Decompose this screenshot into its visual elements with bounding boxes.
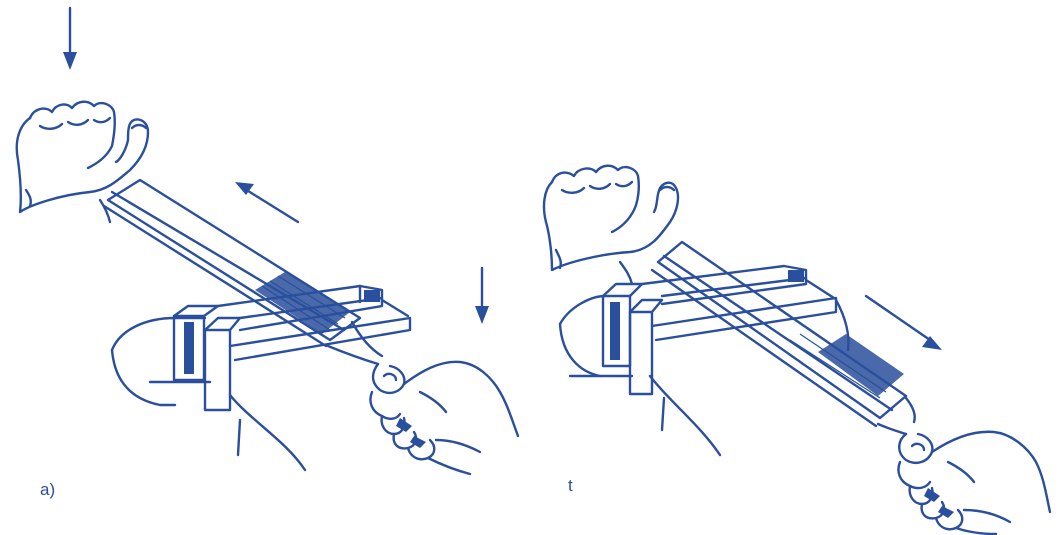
panel-label-a: a) [40,480,56,499]
file [102,178,384,366]
panel-b [542,164,1052,535]
down-arrow-icon [475,266,489,324]
panel-label-b: t [568,476,573,495]
file [650,240,916,436]
left-hand [542,164,680,286]
down-arrow-icon [63,6,77,70]
right-down-arrow-icon [864,294,942,350]
right-hand [369,360,520,476]
right-hand [897,430,1052,535]
left-hand [15,100,150,224]
left-up-arrow-icon [235,182,300,224]
panel-a [15,6,520,476]
vise [110,284,412,472]
